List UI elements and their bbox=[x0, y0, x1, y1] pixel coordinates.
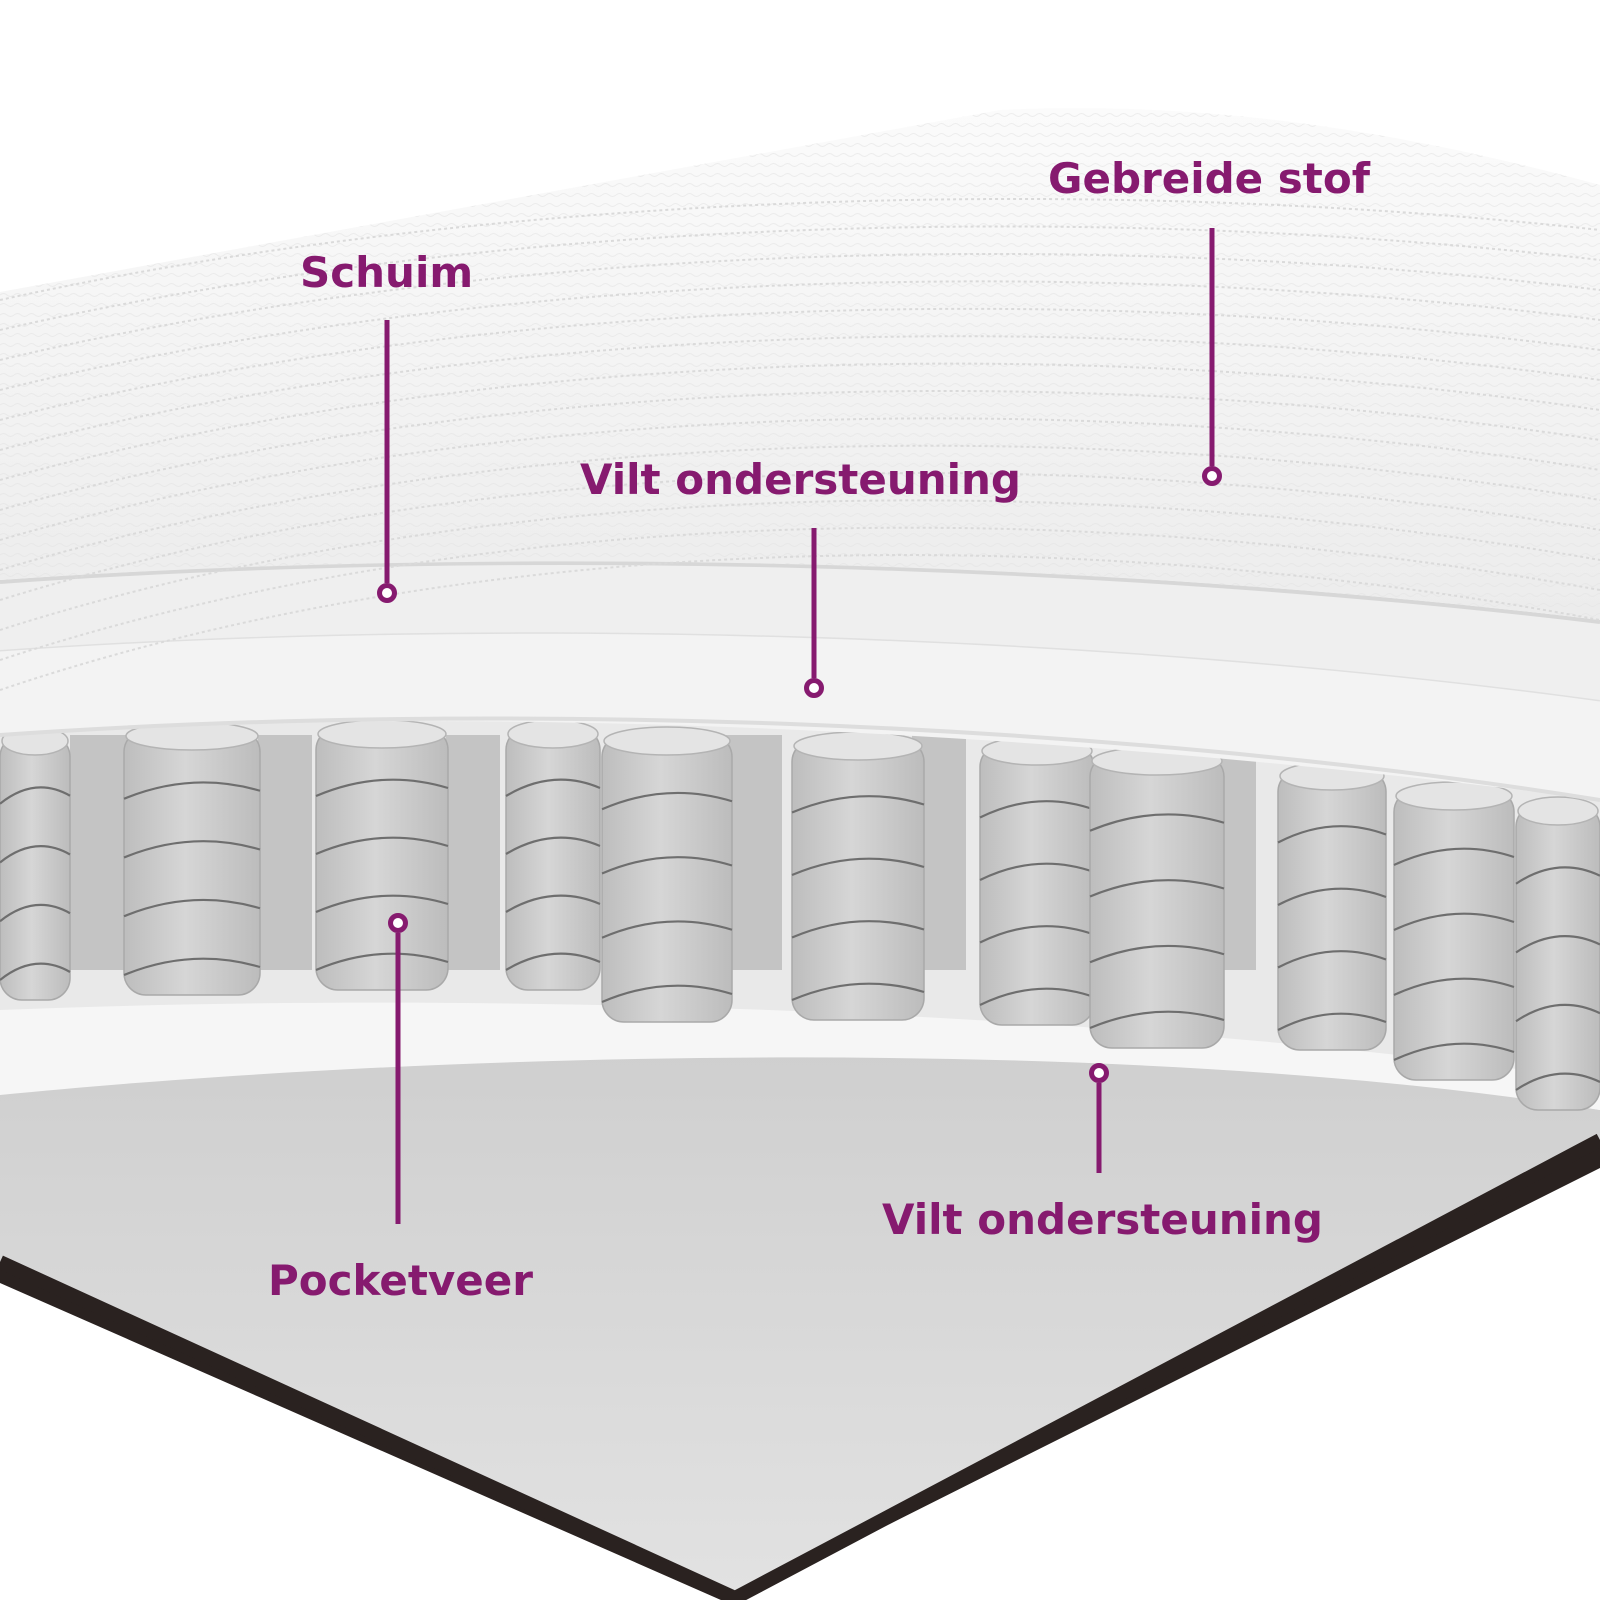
felt-top-layer bbox=[0, 619, 1600, 800]
pocket-spring bbox=[791, 731, 925, 1021]
label-pocketveer: Pocketveer bbox=[268, 1256, 533, 1305]
pocket-springs bbox=[0, 719, 1600, 1111]
pocket-spring bbox=[0, 726, 71, 1001]
callout-dot-vilt-top bbox=[804, 678, 824, 698]
label-vilt-ondersteuning-bottom: Vilt ondersteuning bbox=[882, 1195, 1323, 1244]
foam-layer bbox=[0, 561, 1600, 700]
label-vilt-ondersteuning-top: Vilt ondersteuning bbox=[580, 455, 1021, 504]
callout-dot-vilt-bottom bbox=[1089, 1063, 1109, 1083]
fabric-stitch-lines bbox=[0, 197, 1600, 691]
callout-lines bbox=[377, 228, 1222, 1224]
label-schuim: Schuim bbox=[300, 248, 474, 297]
pocket-spring bbox=[1393, 781, 1515, 1081]
pocket-spring bbox=[1515, 796, 1600, 1111]
pocket-spring bbox=[505, 719, 601, 991]
pocket-spring bbox=[979, 736, 1095, 1026]
callout-dot-schuim bbox=[377, 583, 397, 603]
callout-dot-pocketveer bbox=[388, 913, 408, 933]
callout-dot-gebreide-stof bbox=[1202, 466, 1222, 486]
base-felt-surface bbox=[0, 1050, 1600, 1598]
pocket-spring bbox=[315, 719, 449, 991]
pocket-spring bbox=[1277, 761, 1387, 1051]
pocket-spring bbox=[601, 726, 733, 1023]
pocket-spring bbox=[123, 721, 261, 996]
label-gebreide-stof: Gebreide stof bbox=[1048, 154, 1370, 203]
pocket-spring bbox=[1089, 746, 1225, 1049]
